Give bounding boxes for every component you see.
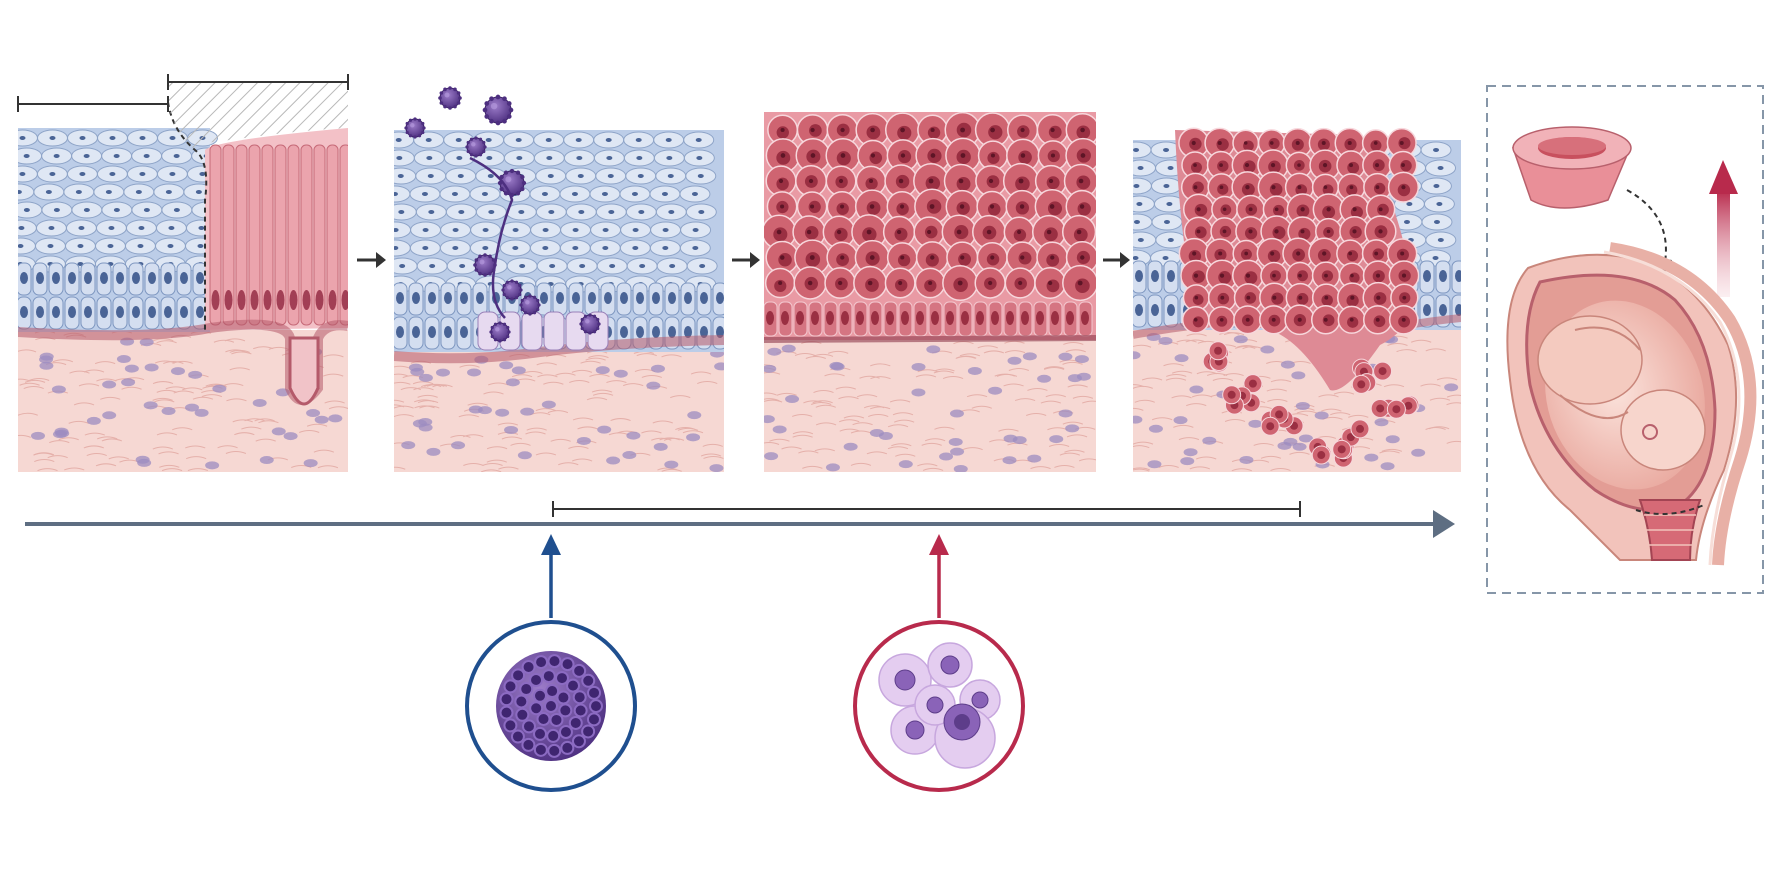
- panel-hpv-infection: [394, 86, 724, 472]
- squamous-epithelium: [18, 128, 223, 332]
- panel-invasive-carcinoma: [1133, 127, 1461, 472]
- bracket-squamous-region: [17, 96, 169, 112]
- hpv-virions-entering: [404, 86, 541, 316]
- basement-membrane: [764, 335, 1096, 343]
- stroma-layer: [764, 340, 1096, 472]
- infected-basal-cells: [477, 311, 609, 351]
- abnormal-cells-marker: [853, 534, 1025, 792]
- stroma-layer: [394, 342, 724, 472]
- abnormal-cells-icon: [878, 642, 1001, 769]
- gland-crypt: [288, 336, 320, 406]
- invasive-tumor-mass: [1175, 127, 1420, 468]
- dysplastic-epithelium: [764, 111, 1096, 340]
- panel-normal-tissue: [17, 74, 349, 472]
- inset-dashed-frame: [1486, 85, 1764, 594]
- stage-arrow-2: [732, 252, 760, 268]
- stage-arrow-3: [1103, 252, 1130, 268]
- treatment-pregnancy-inset: [1486, 85, 1764, 594]
- columnar-epithelium: [205, 128, 348, 330]
- timeline-axis: [25, 510, 1455, 538]
- virus-entry-path: [469, 156, 514, 319]
- timeline-interval-bracket: [552, 501, 1301, 517]
- basement-membrane: [18, 319, 348, 405]
- stage-arrow-1: [357, 252, 386, 268]
- fetus-head: [1620, 389, 1706, 471]
- hpv-marker: [465, 534, 637, 792]
- cone-biopsy-icon: [1511, 126, 1632, 209]
- bracket-columnar-region: [167, 74, 349, 90]
- panel-high-grade-lesion: [764, 111, 1096, 472]
- risk-increase-arrow: [1709, 160, 1738, 297]
- basement-membrane: [394, 335, 724, 364]
- transformation-boundary-line: [167, 101, 208, 330]
- cone-placement-arrow: [1626, 189, 1667, 263]
- pregnant-uterus-icon: [1506, 242, 1757, 566]
- hatched-region: [168, 82, 348, 150]
- hpv-virus-icon: [496, 651, 606, 761]
